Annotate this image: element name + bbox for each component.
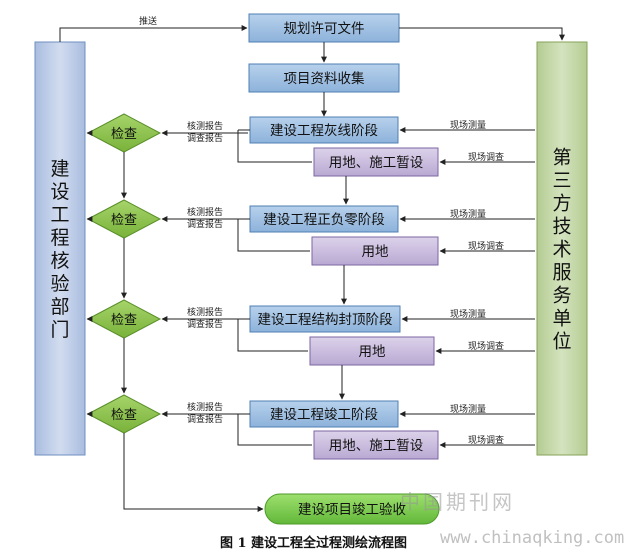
stage-label: 建设工程灰线阶段 [270,123,378,139]
report-label-2: 调查报告 [187,132,223,144]
stage-label: 建设工程正负零阶段 [263,212,385,228]
stage-bracket [237,219,310,252]
push-arrow [59,25,248,42]
report-label-1: 核测报告 [187,120,223,132]
left-column [34,41,86,456]
measure-label: 现场测量 [450,120,486,131]
check-label: 检查 [111,213,137,228]
measure-label: 现场测量 [450,404,486,415]
stage-sub-label: 用地、施工暂设 [329,438,424,454]
report-label-1: 核测报告 [187,206,223,218]
survey-label: 现场调查 [468,340,504,352]
check-label: 检查 [111,313,137,328]
check-diamond [86,113,162,153]
permit-to-right-arrow [399,27,565,41]
stage-sub-label: 用地 [362,244,389,260]
stage-sub-box [311,236,439,266]
stage-bracket [237,414,312,446]
report-label-2: 调查报告 [187,218,223,230]
stage-sub-label: 用地、施工暂设 [329,155,424,171]
measure-label: 现场测量 [450,309,486,320]
permit-documents-label: 规划许可文件 [284,21,365,37]
stage-box [249,305,401,333]
stage-box [249,205,399,233]
final-acceptance-label: 建设项目竣工验收 [298,502,406,518]
check-label: 检查 [111,127,137,142]
data-collection-box [248,63,400,93]
figure-caption: 图 1 建设工程全过程测绘流程图 [219,536,408,551]
report-label-2: 调查报告 [187,413,223,425]
check-to-final-arrow [123,433,264,512]
survey-label: 现场调查 [468,240,504,252]
stage-sub-label: 用地 [359,344,386,360]
right-column [536,41,588,456]
final-acceptance-box [264,493,440,525]
check-diamond [86,394,162,434]
report-label-1: 核测报告 [187,306,223,318]
stage-box [249,116,399,144]
push-arrow-label: 推送 [139,15,157,27]
stage-sub-box [309,336,435,366]
check-diamond [86,299,162,339]
stage-sub-box [313,147,439,177]
stage-bracket [237,130,312,163]
permit-documents-box [248,13,400,43]
report-label-1: 核测报告 [187,401,223,413]
check-label: 检查 [111,408,137,423]
stage-label: 建设工程结构封顶阶段 [258,312,393,328]
stage-bracket [237,319,308,352]
watermark-url: www.chinaqking.com [440,528,625,548]
survey-label: 现场调查 [468,151,504,163]
watermark-cn: 中国期刊网 [400,490,515,514]
stage-label: 建设工程竣工阶段 [270,407,378,423]
stage-sub-box [313,430,439,460]
data-collection-label: 项目资料收集 [284,71,365,87]
survey-label: 现场调查 [468,434,504,446]
report-label-2: 调查报告 [187,318,223,330]
left-column-label: 建设工程核验部门 [50,158,69,341]
check-diamond [86,199,162,239]
stage-box [249,400,399,428]
measure-label: 现场测量 [450,209,486,220]
right-column-label: 第三方技术服务单位 [552,147,571,353]
